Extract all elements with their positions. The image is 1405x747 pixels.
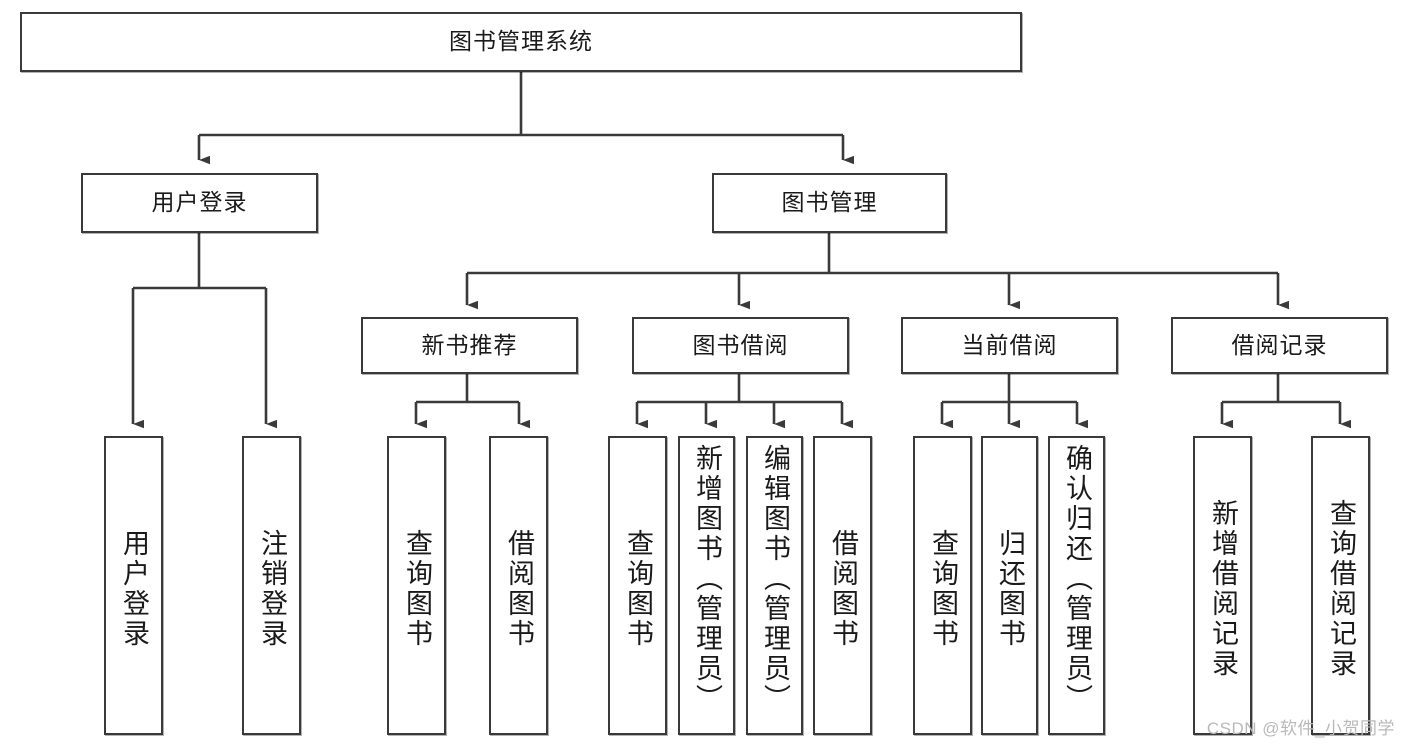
node-label: 查询借阅记录	[1326, 498, 1356, 679]
node-root-book-management-system[interactable]: 图书管理系统	[20, 12, 1022, 72]
leaf-user-login-logout[interactable]: 注销登录	[242, 436, 301, 735]
node-label: 用户登录	[119, 528, 149, 649]
leaf-new-book-borrow-book[interactable]: 借阅图书	[489, 436, 548, 735]
node-label: 查询图书	[402, 528, 432, 649]
node-label: 用户登录	[151, 189, 248, 216]
node-label: 新增借阅记录	[1208, 498, 1238, 679]
leaf-user-login-login[interactable]: 用户登录	[104, 436, 163, 735]
node-current-borrow[interactable]: 当前借阅	[901, 317, 1118, 374]
leaf-borrow-record-add-record[interactable]: 新增借阅记录	[1193, 436, 1252, 735]
leaf-current-borrow-confirm-return-admin[interactable]: 确认归还（管理员）	[1048, 436, 1105, 735]
node-label: 借阅记录	[1231, 331, 1328, 358]
node-label: 注销登录	[257, 528, 287, 649]
leaf-book-borrow-query-book[interactable]: 查询图书	[608, 436, 667, 735]
node-label: 图书管理	[781, 189, 878, 216]
leaf-current-borrow-query-book[interactable]: 查询图书	[913, 436, 972, 735]
node-book-borrow[interactable]: 图书借阅	[632, 317, 849, 374]
node-label: 图书借阅	[692, 331, 789, 358]
leaf-borrow-record-query-record[interactable]: 查询借阅记录	[1311, 436, 1370, 735]
leaf-book-borrow-edit-book-admin[interactable]: 编辑图书（管理员）	[746, 436, 803, 735]
node-new-book-recommend[interactable]: 新书推荐	[361, 317, 578, 374]
node-label: 编辑图书（管理员）	[760, 444, 790, 714]
node-label: 图书管理系统	[449, 28, 593, 55]
node-label: 新书推荐	[421, 331, 518, 358]
node-book-management[interactable]: 图书管理	[712, 173, 947, 233]
node-label: 新增图书（管理员）	[692, 444, 722, 714]
node-label: 查询图书	[928, 528, 958, 649]
node-label: 借阅图书	[828, 528, 858, 649]
leaf-book-borrow-borrow-book[interactable]: 借阅图书	[813, 436, 872, 735]
watermark-text: CSDN @软件_小贺同学	[1206, 719, 1395, 738]
node-label: 当前借阅	[961, 331, 1058, 358]
node-label: 查询图书	[623, 528, 653, 649]
node-user-login[interactable]: 用户登录	[81, 173, 318, 233]
leaf-current-borrow-return-book[interactable]: 归还图书	[981, 436, 1038, 735]
node-borrow-record[interactable]: 借阅记录	[1171, 317, 1388, 374]
leaf-book-borrow-add-book-admin[interactable]: 新增图书（管理员）	[678, 436, 735, 735]
leaf-new-book-query-book[interactable]: 查询图书	[387, 436, 446, 735]
node-label: 归还图书	[995, 528, 1025, 649]
node-label: 借阅图书	[504, 528, 534, 649]
node-label: 确认归还（管理员）	[1062, 444, 1092, 714]
